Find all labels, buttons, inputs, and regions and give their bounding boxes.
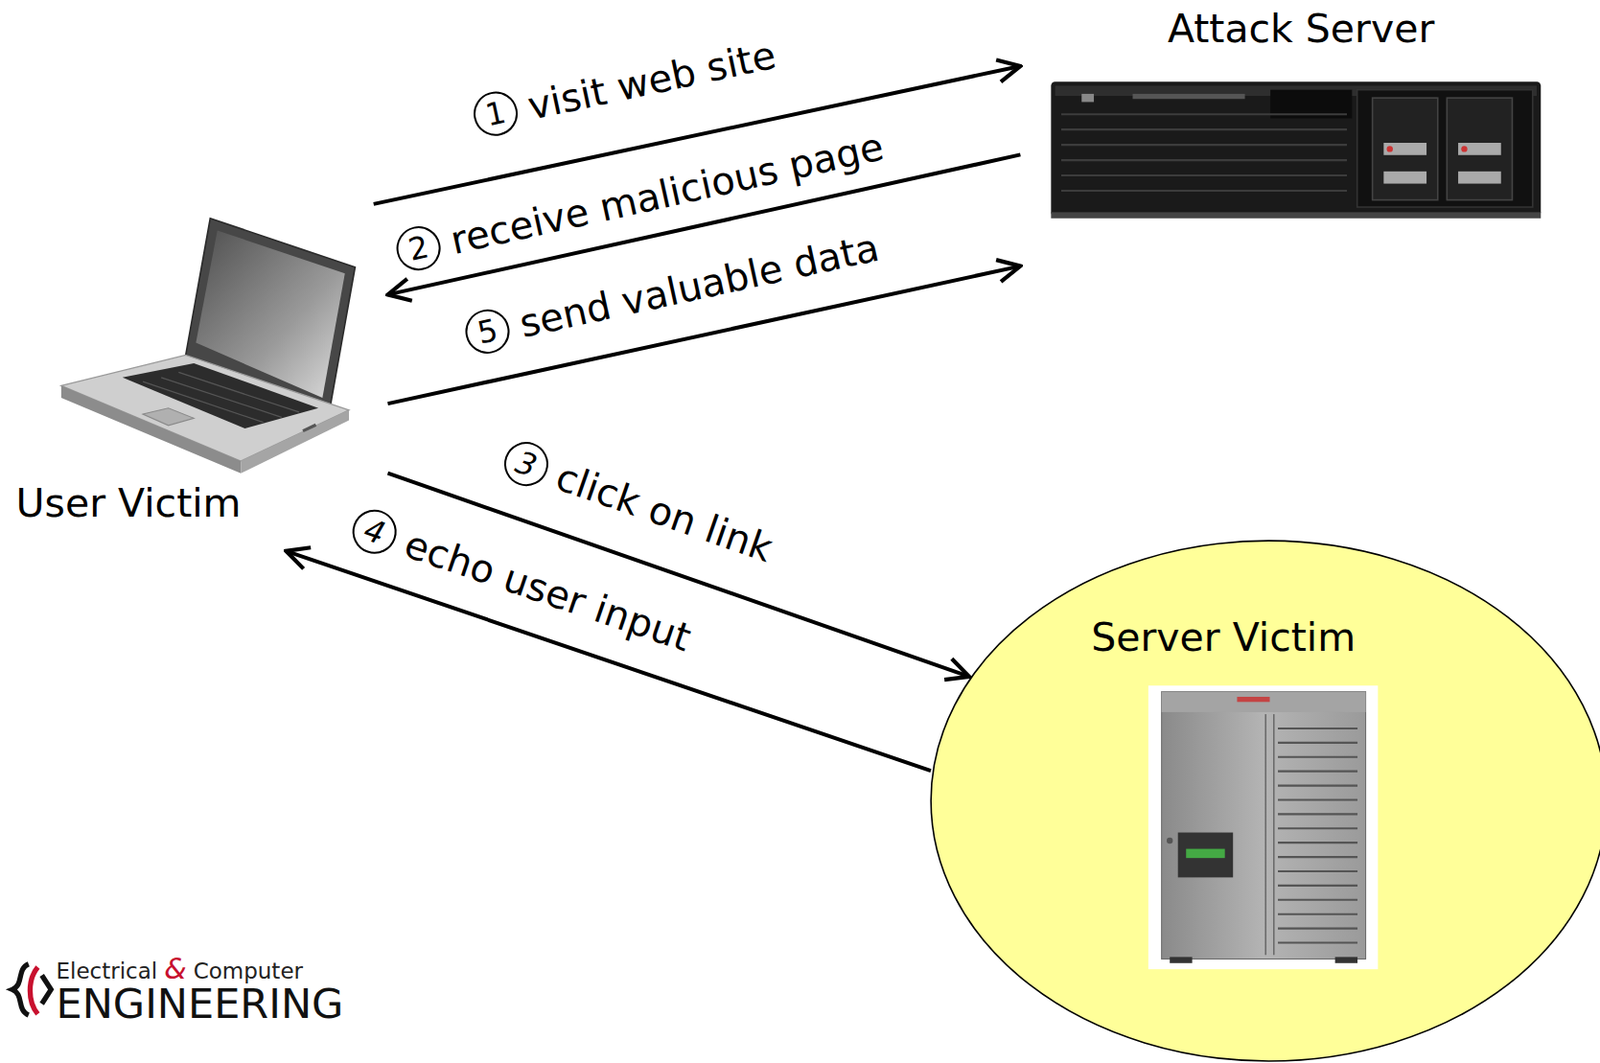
tower-server-illustration bbox=[1177, 833, 1232, 879]
callout-number: 5 bbox=[462, 305, 515, 359]
logo-text: Computer bbox=[193, 960, 303, 983]
server-victim-circle: Server Victim bbox=[928, 538, 1600, 1063]
tower-server-illustration bbox=[1277, 727, 1358, 730]
tower-server-illustration bbox=[1169, 956, 1192, 963]
logo-text: ENGINEERING bbox=[56, 983, 345, 1025]
node-label: Attack Server bbox=[1167, 6, 1435, 52]
rack-server-illustration bbox=[1383, 142, 1427, 156]
rack-server-illustration bbox=[1460, 145, 1467, 152]
rack-server-illustration bbox=[1081, 93, 1094, 103]
edge-label-group: 1visit web site bbox=[469, 33, 780, 141]
callout-number: 2 bbox=[392, 221, 445, 275]
rack-server-illustration bbox=[1061, 113, 1347, 116]
tower-server-illustration bbox=[1277, 927, 1358, 930]
engineering-logo-mark bbox=[12, 964, 29, 1016]
rack-server-illustration bbox=[1050, 81, 1541, 219]
tower-server-illustration bbox=[1264, 714, 1267, 955]
logo-line: Electrical&Computer bbox=[56, 954, 345, 984]
rack-server-illustration bbox=[1061, 128, 1347, 131]
engineering-logo-mark bbox=[12, 964, 51, 1016]
attack-server-node: Attack Server bbox=[1020, 4, 1551, 276]
laptop-illustration bbox=[61, 218, 356, 474]
laptop-illustration bbox=[122, 363, 319, 429]
tower-server-illustration bbox=[1277, 841, 1358, 844]
engineering-logo-mark bbox=[29, 967, 38, 1015]
engineering-logo-mark bbox=[42, 974, 52, 1004]
tower-server-illustration bbox=[1277, 756, 1358, 759]
tower-server-illustration bbox=[1277, 884, 1358, 887]
tower-server-illustration bbox=[1277, 827, 1358, 830]
rack-server-illustration bbox=[1446, 97, 1512, 200]
edge-label-group: 3click on link bbox=[497, 436, 778, 571]
department-logo: Electrical&ComputerENGINEERING bbox=[56, 954, 345, 1025]
tower-server-illustration bbox=[1277, 870, 1358, 873]
tower-server-illustration bbox=[1277, 770, 1358, 773]
callout-number: 1 bbox=[469, 88, 523, 141]
tower-server-illustration bbox=[1166, 837, 1173, 844]
tower-server-illustration bbox=[1277, 913, 1358, 916]
tower-server-illustration bbox=[1334, 956, 1357, 963]
tower-server-illustration bbox=[1236, 696, 1270, 702]
rack-server-illustration bbox=[1458, 171, 1502, 185]
laptop-illustration bbox=[178, 371, 300, 413]
tower-server-illustration bbox=[1160, 692, 1366, 713]
arrow-connector bbox=[285, 551, 931, 771]
tower-server-illustration bbox=[1277, 798, 1358, 801]
logo-line: ENGINEERING bbox=[56, 983, 345, 1025]
laptop-illustration bbox=[240, 410, 349, 474]
logo-text: & bbox=[163, 954, 186, 984]
callout-number: 3 bbox=[497, 436, 555, 493]
tower-server-illustration bbox=[1277, 941, 1358, 944]
rack-server-illustration bbox=[1132, 93, 1245, 99]
edge-label: visit web site bbox=[523, 33, 780, 130]
laptop-illustration bbox=[161, 377, 282, 418]
edge-label: send valuable data bbox=[515, 225, 883, 347]
ellipse-outline bbox=[930, 540, 1600, 1062]
tower-server-illustration bbox=[1147, 685, 1377, 970]
callout-number: 4 bbox=[346, 503, 402, 559]
edge-label: click on link bbox=[550, 454, 778, 571]
user-victim-node: User Victim bbox=[8, 204, 389, 552]
rack-server-illustration bbox=[1357, 90, 1533, 208]
rack-server-illustration bbox=[1458, 142, 1502, 156]
rack-server-illustration bbox=[1061, 159, 1347, 162]
rack-server-illustration bbox=[1372, 97, 1438, 200]
tower-server-illustration bbox=[1160, 692, 1366, 960]
tower-server-illustration bbox=[1185, 849, 1225, 859]
logo-text: Electrical bbox=[56, 960, 159, 983]
tower-server-illustration bbox=[1277, 812, 1358, 815]
rack-server-illustration bbox=[1061, 189, 1347, 192]
laptop-illustration bbox=[301, 423, 317, 433]
rack-server-illustration bbox=[1050, 81, 1541, 216]
laptop-illustration bbox=[61, 385, 241, 474]
laptop-illustration bbox=[142, 408, 194, 426]
rack-server-illustration bbox=[1050, 211, 1541, 218]
rack-server-illustration bbox=[1387, 145, 1393, 152]
rack-server-illustration bbox=[1383, 171, 1427, 185]
tower-server-illustration bbox=[1277, 785, 1358, 788]
rack-server-illustration bbox=[1061, 143, 1347, 146]
tower-server-illustration bbox=[1277, 856, 1358, 858]
rack-server-illustration bbox=[1061, 174, 1347, 177]
node-label: User Victim bbox=[16, 481, 242, 527]
tower-server-illustration bbox=[1277, 899, 1358, 902]
tower-server-illustration bbox=[1273, 714, 1276, 955]
node-label: Server Victim bbox=[1090, 615, 1356, 661]
tower-server-illustration bbox=[1277, 742, 1358, 744]
